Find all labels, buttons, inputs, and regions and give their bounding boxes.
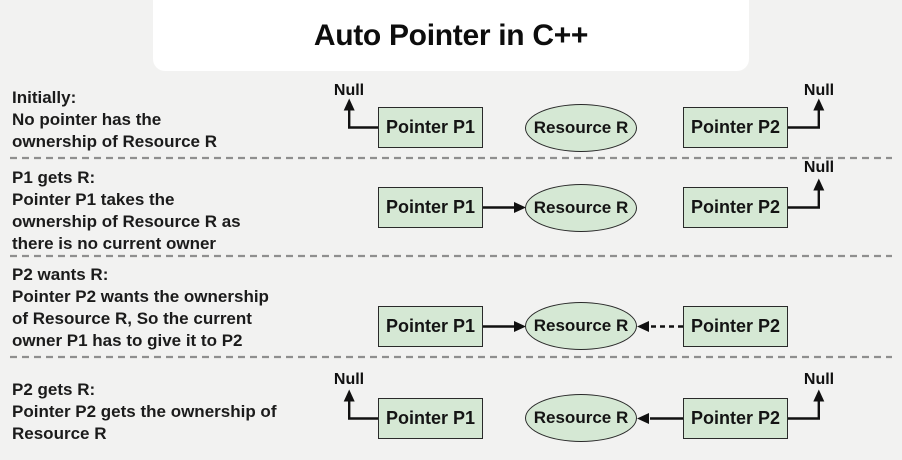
p1-to-resource-arrow-row3 [483,321,526,332]
title-card: Auto Pointer in C++ [153,0,749,71]
p2-null-connector-row4 [788,389,825,420]
pointer-p2-node-row1: Pointer P2 [683,107,788,148]
row1-line: ownership of Resource R [12,132,217,151]
pointer-p2-node-row3: Pointer P2 [683,306,788,347]
row4-line: Resource R [12,424,107,443]
row3-line: Pointer P2 wants the ownership [12,287,269,306]
row2-heading: P1 gets R: [12,168,96,187]
null-label-row4-right: Null [803,371,835,388]
resource-r-node-row3: Resource R [525,302,637,350]
p1-null-connector-row4 [343,389,378,420]
pointer-p1-node-row4: Pointer P1 [378,398,483,439]
row2-description: P1 gets R: Pointer P1 takes the ownershi… [12,167,241,255]
resource-r-node-row2: Resource R [525,184,637,232]
p2-null-connector-row1 [788,98,825,129]
p1-null-connector-row1 [343,98,378,129]
row2-line: ownership of Resource R as [12,212,241,231]
row3-line: owner P1 has to give it to P2 [12,331,243,350]
row1-line: No pointer has the [12,110,162,129]
page-title: Auto Pointer in C++ [313,18,589,52]
row3-heading: P2 wants R: [12,265,109,284]
row4-description: P2 gets R: Pointer P2 gets the ownership… [12,379,276,445]
p2-null-connector-row2 [788,178,825,209]
row4-line: Pointer P2 gets the ownership of [12,402,277,421]
pointer-p1-node-row3: Pointer P1 [378,306,483,347]
p1-to-resource-arrow-row2 [483,202,526,213]
resource-r-node-row1: Resource R [525,104,637,152]
null-label-row2-right: Null [803,159,835,176]
row3-description: P2 wants R: Pointer P2 wants the ownersh… [12,264,269,352]
row1-heading: Initially: [12,88,77,107]
row2-line: there is no current owner [12,234,217,253]
row4-heading: P2 gets R: [12,380,96,399]
pointer-p2-node-row4: Pointer P2 [683,398,788,439]
pointer-p1-node-row2: Pointer P1 [378,187,483,228]
row1-description: Initially: No pointer has the ownership … [12,87,217,153]
p2-to-resource-dashed-arrow-row3 [637,321,683,332]
row3-line: of Resource R, So the current [12,309,252,328]
pointer-p2-node-row2: Pointer P2 [683,187,788,228]
null-label-row4-left: Null [333,371,365,388]
pointer-p1-node-row1: Pointer P1 [378,107,483,148]
null-label-row1-right: Null [803,82,835,99]
resource-r-node-row4: Resource R [525,394,637,442]
null-label-row1-left: Null [333,82,365,99]
p2-to-resource-arrow-row4 [637,413,683,424]
row2-line: Pointer P1 takes the [12,190,175,209]
